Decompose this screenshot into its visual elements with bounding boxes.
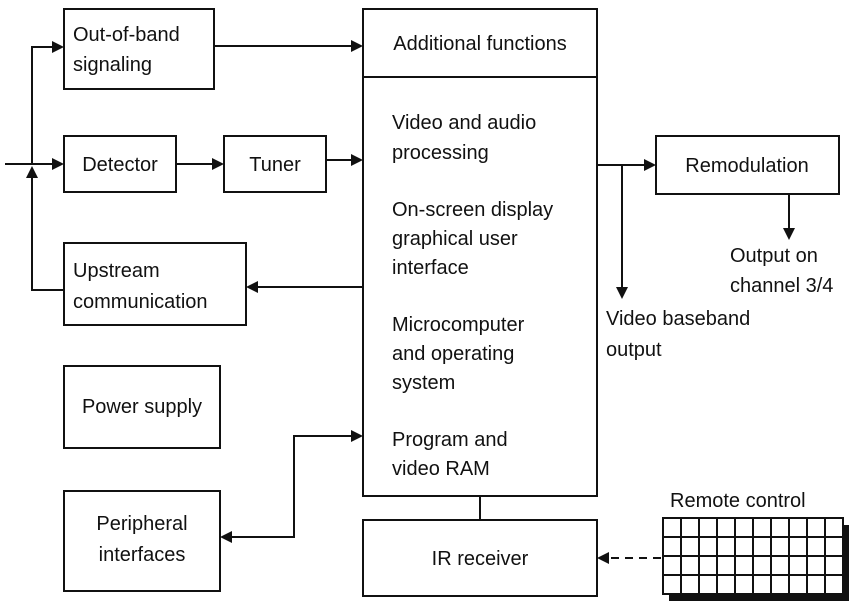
channel-output-label-line1: Output on — [730, 245, 818, 267]
peripheral-label-line1: Peripheral — [96, 513, 187, 535]
detector-label: Detector — [82, 154, 158, 176]
arrow-to-tuner — [212, 158, 224, 170]
out-of-band-signaling-block: Out-of-band signaling — [63, 8, 215, 90]
arrow-to-detector — [52, 158, 64, 170]
micro-label-line1: Microcomputer — [392, 314, 525, 336]
osd-label-line2: graphical user — [392, 228, 518, 250]
video-audio-label-line2: processing — [392, 142, 489, 164]
tuner-label: Tuner — [249, 154, 301, 176]
power-supply-block: Power supply — [63, 365, 221, 449]
arrow-to-out-of-band — [52, 41, 64, 53]
peripheral-label-line2: interfaces — [99, 544, 186, 566]
upstream-communication-block: Upstream communication — [63, 242, 247, 326]
micro-label-line2: and operating — [392, 343, 514, 365]
osd-label-line3: interface — [392, 257, 469, 279]
out-of-band-label-line2: signaling — [73, 54, 152, 76]
remodulation-block: Remodulation — [655, 135, 840, 195]
ram-label-line2: video RAM — [392, 458, 490, 480]
channel-output-label-line2: channel 3/4 — [730, 275, 833, 297]
ir-receiver-block: IR receiver — [362, 519, 598, 597]
arrow-baseband-output — [616, 287, 628, 299]
detector-block: Detector — [63, 135, 177, 193]
osd-label-line1: On-screen display — [392, 199, 553, 221]
arrow-to-upstream — [246, 281, 258, 293]
tuner-block: Tuner — [223, 135, 327, 193]
upstream-label-line2: communication — [73, 291, 208, 313]
remodulation-label: Remodulation — [685, 155, 808, 177]
power-supply-label: Power supply — [82, 396, 202, 418]
arrow-to-ir-receiver — [597, 552, 609, 564]
arrow-upstream-to-input — [26, 166, 38, 178]
out-of-band-feed-line — [31, 46, 52, 164]
out-of-band-label-line1: Out-of-band — [73, 24, 180, 46]
arrow-channel-output — [783, 228, 795, 240]
upstream-return-line — [31, 178, 64, 291]
keypad-icon — [662, 517, 849, 601]
baseband-output-label-line1: Video baseband — [606, 308, 750, 330]
arrow-to-additional-functions — [351, 40, 363, 52]
peripheral-interfaces-block: Peripheral interfaces — [63, 490, 221, 592]
connectors — [5, 40, 795, 564]
additional-functions-label: Additional functions — [393, 33, 566, 55]
upstream-label-line1: Upstream — [73, 260, 160, 282]
additional-functions-block: Additional functions — [362, 8, 598, 78]
ram-label-line1: Program and — [392, 429, 508, 451]
arrow-to-processor — [351, 154, 363, 166]
processor-block: Video and audio processing On-screen dis… — [362, 76, 598, 497]
peripheral-bus-line — [232, 435, 351, 538]
baseband-output-label-line2: output — [606, 339, 662, 361]
arrow-to-peripheral — [220, 531, 232, 543]
arrow-to-remodulation — [644, 159, 656, 171]
remote-control-label: Remote control — [670, 490, 806, 512]
video-audio-label-line1: Video and audio — [392, 112, 536, 134]
micro-label-line3: system — [392, 372, 455, 394]
remote-control-block: Remote control — [662, 490, 849, 601]
arrow-to-ram — [351, 430, 363, 442]
ir-receiver-label: IR receiver — [432, 548, 529, 570]
